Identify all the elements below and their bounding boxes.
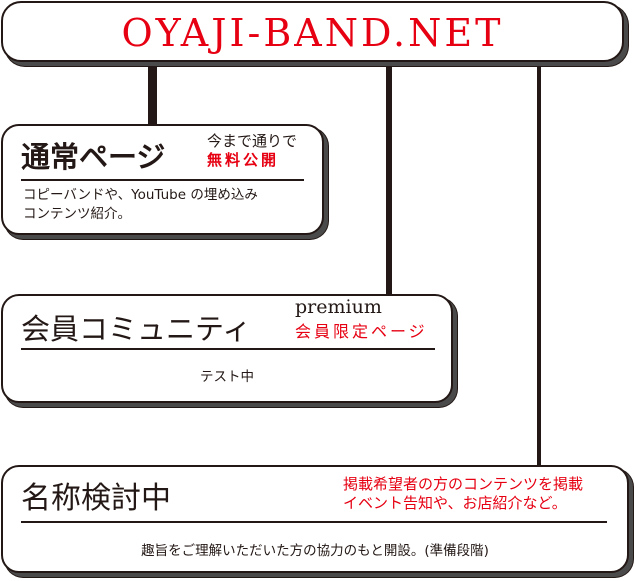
section-heading: 通常ページ bbox=[21, 140, 166, 174]
site-header-box[interactable]: OYAJI-BAND.NET bbox=[1, 1, 624, 62]
description-line-2: コンテンツ紹介。 bbox=[23, 206, 131, 222]
section-description: 趣旨をご理解いただいた方の協力のもと開設。(準備段階) bbox=[141, 543, 489, 559]
section-divider bbox=[21, 348, 435, 350]
site-title: OYAJI-BAND.NET bbox=[121, 11, 504, 55]
premium-tag: premium bbox=[295, 296, 382, 318]
section-heading: 名称検討中 bbox=[21, 481, 171, 516]
subtitle-line-1: 掲載希望者の方のコンテンツを掲載 bbox=[343, 475, 584, 493]
connector-line-member-community bbox=[386, 66, 392, 294]
section-regular-page[interactable]: 通常ページ 今まで通りで 無料公開 コピーバンドや、YouTube の埋め込み … bbox=[1, 124, 324, 235]
section-divider bbox=[21, 179, 304, 181]
free-public-badge: 無料公開 bbox=[207, 151, 280, 169]
section-member-community[interactable]: 会員コミュニティ premium 会員限定ページ テスト中 bbox=[1, 294, 453, 403]
section-divider bbox=[21, 521, 607, 523]
section-subtitle: 今まで通りで bbox=[207, 132, 298, 150]
section-heading: 会員コミュニティ bbox=[21, 312, 252, 346]
description-line-1: コピーバンドや、YouTube の埋め込み bbox=[23, 187, 258, 203]
section-description: コピーバンドや、YouTube の埋め込み コンテンツ紹介。 bbox=[23, 186, 258, 224]
subtitle-line-2: イベント告知や、お店紹介など。 bbox=[343, 494, 567, 512]
connector-line-regular-page bbox=[148, 66, 157, 124]
section-name-tbd[interactable]: 名称検討中 掲載希望者の方のコンテンツを掲載 イベント告知や、お店紹介など。 趣… bbox=[1, 465, 629, 573]
members-only-badge: 会員限定ページ bbox=[295, 322, 428, 341]
section-description: テスト中 bbox=[200, 369, 254, 385]
connector-line-name-tbd bbox=[537, 66, 541, 465]
section-subtitle: 掲載希望者の方のコンテンツを掲載 イベント告知や、お店紹介など。 bbox=[343, 475, 583, 513]
